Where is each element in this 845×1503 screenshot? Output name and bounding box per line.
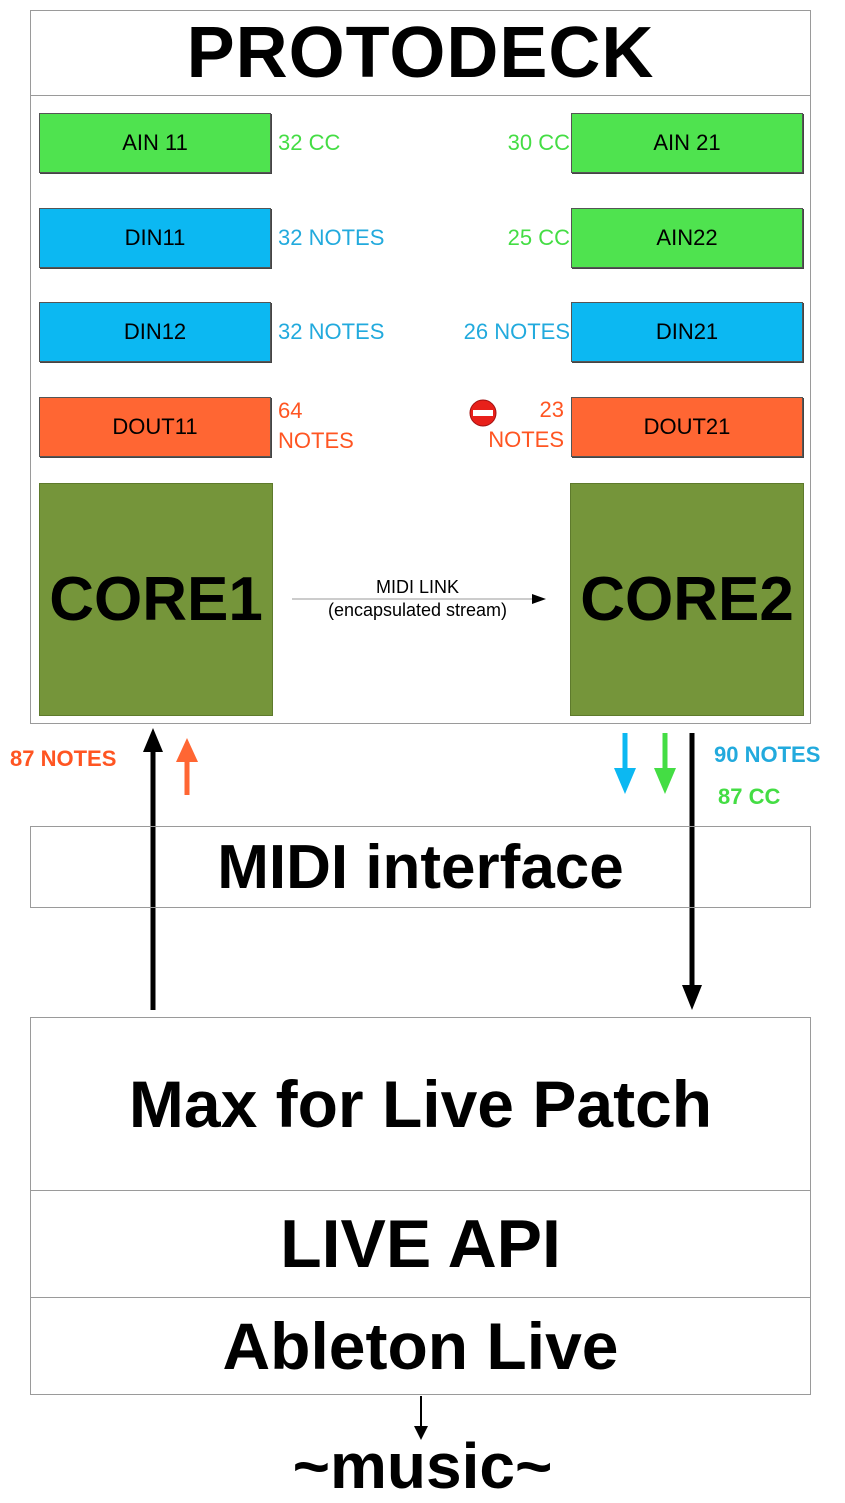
midi-link-sublabel: (encapsulated stream) (327, 599, 508, 620)
ableton-live-label: Ableton Live (222, 1309, 619, 1383)
core1-block: CORE1 (39, 483, 273, 716)
stack-divider-1 (30, 1190, 811, 1191)
module-ain21: AIN 21 (571, 113, 803, 173)
module-din11: DIN11 (39, 208, 271, 268)
protodeck-title: PROTODECK (186, 13, 655, 93)
midi-link-arrow (292, 592, 550, 606)
count-din11: 32 NOTES (278, 225, 385, 250)
live-api-label: LIVE API (280, 1206, 561, 1282)
module-din21: DIN21 (571, 302, 803, 362)
midi-interface-box: MIDI interface (30, 826, 811, 908)
count-ain11: 32 CC (278, 130, 341, 155)
count-din21: 26 NOTES (463, 319, 570, 344)
count-dout11-unit: NOTES (278, 428, 354, 453)
count-din12: 32 NOTES (278, 319, 385, 344)
flow-right-cc: 87 CC (718, 784, 781, 809)
count-dout11-value: 64 (278, 398, 303, 423)
blue-down-arrow (614, 733, 636, 794)
module-dout21: DOUT21 (571, 397, 803, 457)
count-dout21-value: 23 (539, 397, 564, 422)
orange-up-arrow (176, 738, 198, 795)
module-din12: DIN12 (39, 302, 271, 362)
count-ain22: 25 CC (507, 225, 570, 250)
midi-link-label: MIDI LINK (375, 576, 459, 597)
software-stack (30, 1017, 811, 1395)
flow-left-notes: 87 NOTES (10, 746, 117, 771)
flow-right-notes: 90 NOTES (714, 742, 821, 767)
right-down-arrow (682, 733, 702, 1010)
max-for-live-label: Max for Live Patch (128, 1067, 713, 1141)
no-entry-icon (468, 398, 498, 428)
core2-block: CORE2 (570, 483, 804, 716)
stack-divider-2 (30, 1297, 811, 1298)
title-divider (30, 95, 811, 96)
green-down-arrow (654, 733, 676, 794)
module-dout11: DOUT11 (39, 397, 271, 457)
count-dout21-unit: NOTES (488, 427, 564, 452)
left-up-arrow (143, 728, 163, 1010)
module-ain11: AIN 11 (39, 113, 271, 173)
module-ain22: AIN22 (571, 208, 803, 268)
music-down-arrow (414, 1396, 428, 1440)
music-output: ~music~ (292, 1430, 553, 1502)
count-ain21: 30 CC (507, 130, 570, 155)
